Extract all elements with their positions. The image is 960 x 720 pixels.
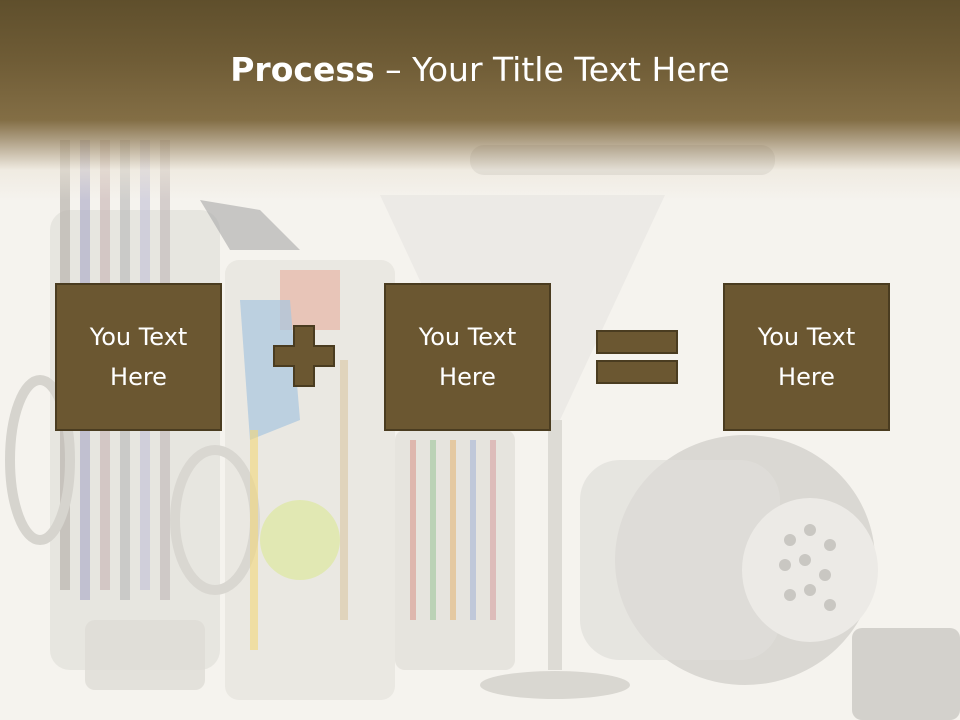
equals-icon bbox=[596, 330, 678, 384]
process-box-1: You Text Here bbox=[55, 283, 222, 431]
process-box-3-line2: Here bbox=[778, 363, 835, 391]
process-box-2: You Text Here bbox=[384, 283, 551, 431]
process-box-2-line1: You Text bbox=[418, 323, 517, 351]
slide-title: Process – Your Title Text Here bbox=[0, 50, 960, 89]
process-box-2-line2: Here bbox=[439, 363, 496, 391]
title-rest: – Your Title Text Here bbox=[374, 50, 730, 89]
plus-icon bbox=[273, 325, 335, 387]
header-band bbox=[0, 0, 960, 200]
process-box-1-line2: Here bbox=[110, 363, 167, 391]
process-box-3: You Text Here bbox=[723, 283, 890, 431]
title-bold: Process bbox=[230, 50, 375, 89]
process-box-3-line1: You Text bbox=[757, 323, 856, 351]
process-box-1-line1: You Text bbox=[89, 323, 188, 351]
